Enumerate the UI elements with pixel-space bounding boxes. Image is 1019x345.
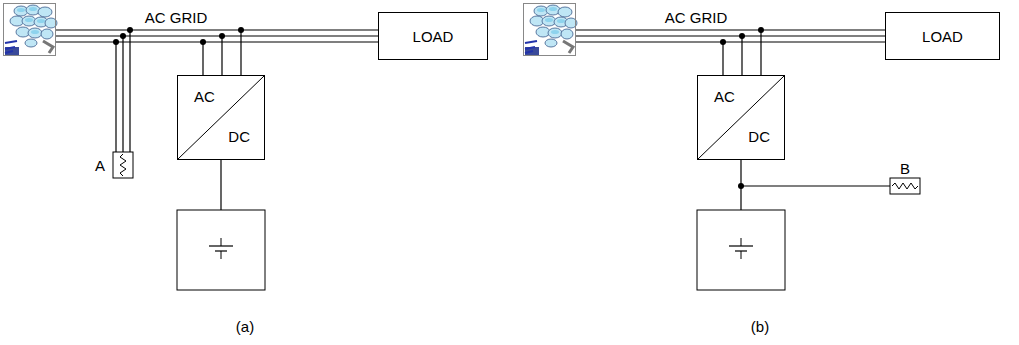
panel-caption: (a) [235, 318, 255, 335]
solar-icon [4, 4, 58, 56]
resistor-symbol [890, 178, 920, 194]
converter-diagonal [698, 76, 784, 159]
ac-grid-wires [576, 30, 890, 210]
bus-label: AC GRID [664, 9, 729, 26]
box-label: LOAD [922, 28, 963, 45]
solar-icon [524, 4, 578, 56]
converter-box: AC DC [697, 75, 785, 160]
box-label: LOAD [413, 28, 454, 45]
battery-symbol [209, 238, 233, 259]
converter-box: AC DC [177, 75, 265, 160]
battery-box [177, 210, 265, 290]
resistor-label: A [94, 157, 106, 174]
battery-box [697, 210, 785, 290]
load-box: LOAD [378, 12, 488, 60]
output-label: DC [748, 128, 770, 145]
junction-dots [113, 27, 244, 45]
input-label: AC [714, 88, 735, 105]
battery-symbol [729, 238, 753, 259]
resistor-symbol [113, 152, 133, 178]
bus-label: AC GRID [144, 9, 209, 26]
panel-caption: (b) [750, 318, 770, 335]
resistor-label: B [899, 160, 911, 177]
input-label: AC [194, 88, 215, 105]
ac-grid-wires [56, 30, 378, 210]
load-box: LOAD [885, 12, 1000, 60]
converter-diagonal [178, 76, 264, 159]
output-label: DC [228, 128, 250, 145]
